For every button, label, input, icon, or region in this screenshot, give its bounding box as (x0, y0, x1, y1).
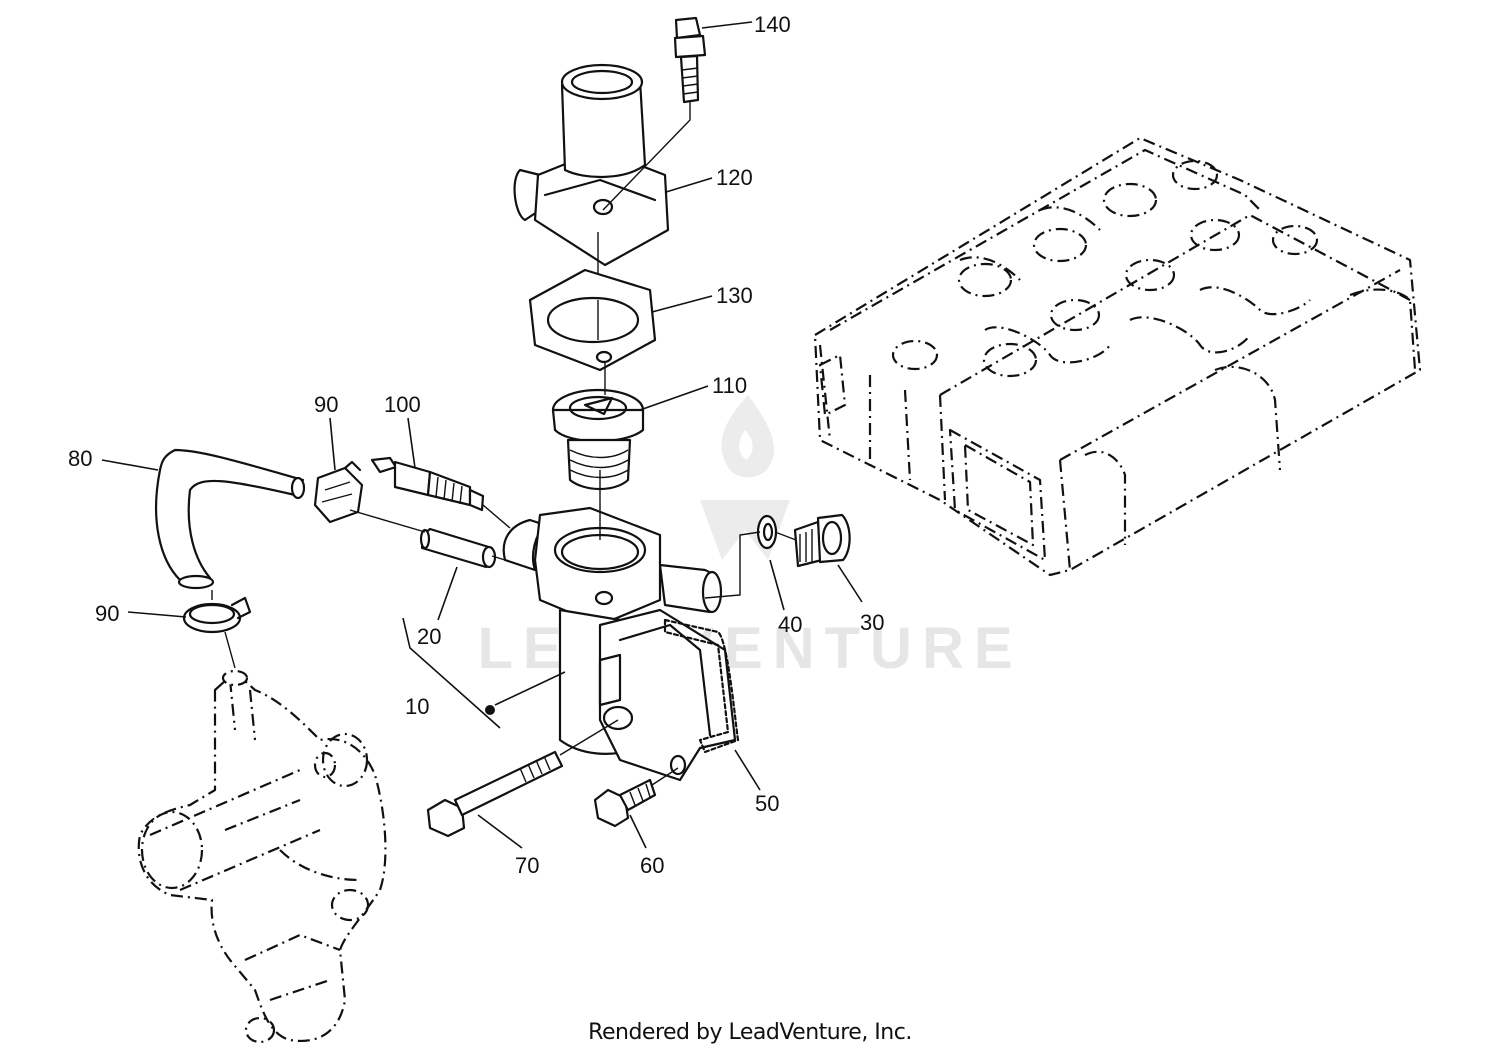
nipple-part-20 (419, 527, 497, 569)
plug-part-30 (793, 513, 851, 568)
water-pump-phantom (137, 669, 387, 1044)
callout-labels: 140 120 130 110 100 90 80 90 20 10 40 30… (68, 12, 884, 878)
callout-120: 120 (716, 165, 753, 190)
hose-part-80 (154, 448, 306, 590)
callout-60: 60 (640, 853, 664, 878)
water-outlet-part-120 (513, 63, 670, 267)
hose-clamp-part-90-upper (313, 460, 364, 524)
leader-lines (101, 21, 863, 849)
callout-90-upper: 90 (314, 392, 338, 417)
washer-part-40 (756, 514, 778, 550)
cylinder-head-phantom (813, 136, 1422, 577)
callout-40: 40 (778, 612, 802, 637)
assembly-center-lines (211, 100, 797, 786)
thermostat-part-110 (551, 388, 645, 490)
callout-80: 80 (68, 446, 92, 471)
gasket-part-130 (528, 268, 657, 372)
callout-70: 70 (515, 853, 539, 878)
sensor-part-100 (370, 456, 485, 512)
bolt-part-60 (593, 778, 657, 828)
callout-20: 20 (417, 624, 441, 649)
callout-30: 30 (860, 610, 884, 635)
callout-90-lower: 90 (95, 601, 119, 626)
gasket-part-50 (663, 618, 740, 754)
callout-10: 10 (405, 694, 429, 719)
callout-110: 110 (712, 373, 747, 398)
callout-50: 50 (755, 791, 779, 816)
callout-140: 140 (754, 12, 791, 37)
hose-clamp-part-90-lower (182, 596, 252, 634)
rendered-by-footer: Rendered by LeadVenture, Inc. (588, 1020, 912, 1045)
callout-100: 100 (384, 392, 421, 417)
callout-130: 130 (716, 283, 753, 308)
bolt-part-70 (426, 750, 564, 838)
bolt-part-140 (673, 16, 707, 104)
